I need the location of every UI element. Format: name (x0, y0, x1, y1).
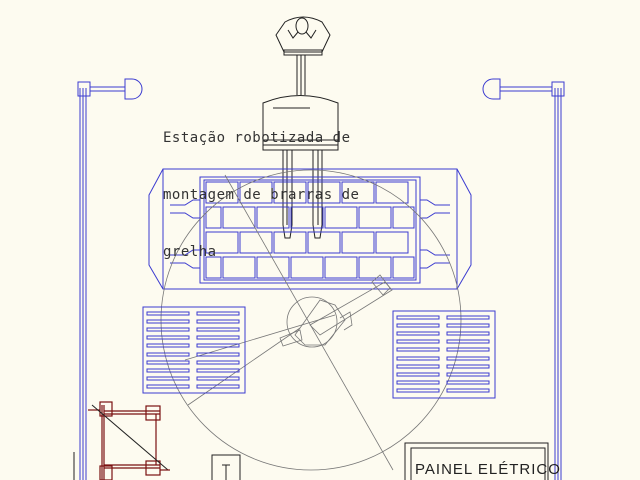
grid-cell (256, 256, 290, 279)
right-bar-rack (392, 310, 496, 399)
grid-cell (222, 206, 256, 229)
grate-bar (396, 323, 440, 328)
grate-bar (196, 376, 240, 381)
grate-bar (146, 368, 190, 373)
station-label-line: grelha (163, 244, 217, 260)
grate-bar (196, 343, 240, 348)
grate-bar (446, 356, 490, 361)
grid-cell (358, 206, 392, 229)
fixture-head (262, 95, 339, 239)
station-label: Estação robotizada de montagem de brarra… (163, 91, 359, 281)
grate-bar (196, 335, 240, 340)
left-wall (79, 88, 87, 480)
grate-bar (446, 347, 490, 352)
right-lamp-icon (482, 78, 565, 100)
grate-bar (446, 323, 490, 328)
panel-label: PAINEL ELÉTRICO (415, 461, 561, 478)
grate-bar (146, 311, 190, 316)
grid-cell (392, 256, 415, 279)
right-wall (554, 88, 562, 480)
grate-bar (396, 372, 440, 377)
grid-cell (273, 181, 307, 204)
grid-cell (222, 256, 256, 279)
grate-bar (146, 319, 190, 324)
grate-bar (396, 347, 440, 352)
grate-bar (446, 380, 490, 385)
grid-cell (290, 206, 324, 229)
grate-bar (196, 327, 240, 332)
grate-bar (146, 384, 190, 389)
grate-bar (446, 388, 490, 393)
left-lamp-icon (77, 78, 143, 100)
grate-bar (146, 360, 190, 365)
grate-bar (396, 388, 440, 393)
grate-bar (446, 372, 490, 377)
grid-cell (375, 181, 409, 204)
grid-cell (205, 256, 222, 279)
grate-bar (196, 384, 240, 389)
grid-cell (205, 181, 239, 204)
operator-icon (275, 16, 331, 95)
grid-cell (239, 231, 273, 254)
grid-cell (341, 231, 375, 254)
grate-bar (146, 352, 190, 357)
grate-bar (446, 331, 490, 336)
grate-bar (396, 356, 440, 361)
small-cabinet (211, 454, 241, 480)
grate-bar (446, 315, 490, 320)
grate-bar (396, 364, 440, 369)
grate-bar (196, 368, 240, 373)
grate-bar (446, 364, 490, 369)
station-label-line: Estação robotizada de (163, 130, 351, 146)
grid-cell (307, 181, 341, 204)
grid-cell (324, 256, 358, 279)
gripper-frame (88, 401, 170, 480)
left-bar-rack (142, 306, 246, 394)
grate-bar (196, 352, 240, 357)
grate-bar (196, 360, 240, 365)
grate-bar (146, 343, 190, 348)
electrical-panel (404, 442, 549, 480)
grate-bar (446, 339, 490, 344)
grid-cell (290, 256, 324, 279)
robot-arm-icon (279, 274, 393, 348)
grid-cell (205, 206, 222, 229)
grate-bar (196, 319, 240, 324)
grate-bar (146, 335, 190, 340)
grid-cell (358, 256, 392, 279)
assembly-table (148, 168, 472, 290)
grid-cell (307, 231, 341, 254)
grate-bar (396, 315, 440, 320)
grate-bar (396, 331, 440, 336)
grate-bar (196, 311, 240, 316)
grid-cell (341, 181, 375, 204)
grate-bar (146, 376, 190, 381)
station-label-line: montagem de brarras de (163, 187, 360, 203)
grid-cell (392, 206, 415, 229)
grate-bar (396, 380, 440, 385)
grid-cell (273, 231, 307, 254)
grate-bar (396, 339, 440, 344)
grid-cell (324, 206, 358, 229)
grate-bar (146, 327, 190, 332)
grid-cell (375, 231, 409, 254)
grid-cell (205, 231, 239, 254)
grid-cell (239, 181, 273, 204)
grid-cell (256, 206, 290, 229)
